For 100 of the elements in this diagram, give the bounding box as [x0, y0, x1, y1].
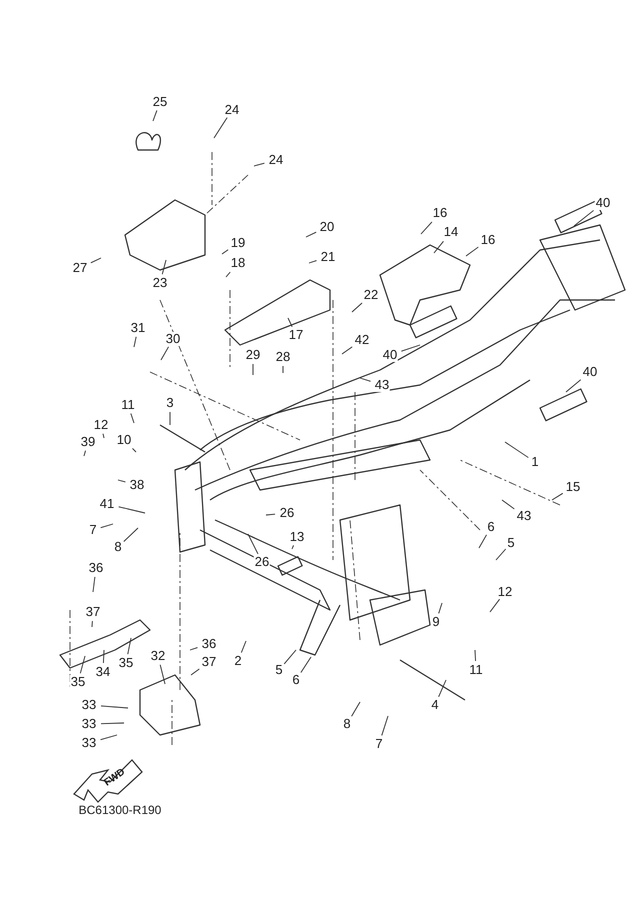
direction-label: FWD: [101, 766, 128, 791]
leader-line: [80, 656, 86, 674]
leader-line: [490, 598, 500, 612]
callout-number: 7: [88, 523, 98, 537]
callout-number: 5: [274, 663, 284, 677]
leader-line: [351, 702, 360, 717]
leader-line: [118, 506, 146, 514]
leader-line: [152, 110, 158, 122]
leader-line: [434, 240, 444, 254]
callout-number: 24: [268, 153, 284, 167]
callout-number: 13: [288, 530, 306, 544]
callout-number: 39: [80, 435, 96, 449]
leader-line: [360, 378, 372, 382]
callout-number: 40: [382, 348, 398, 362]
callout-number: 35: [70, 675, 86, 689]
callout-number: 25: [152, 95, 168, 109]
leader-line: [252, 364, 254, 376]
leader-line: [400, 344, 420, 352]
leader-line: [84, 450, 86, 456]
callout-number: 38: [128, 478, 146, 492]
callout-number: 42: [354, 333, 370, 347]
leader-line: [130, 413, 134, 424]
callout-number: 14: [442, 225, 460, 239]
leader-line: [160, 664, 166, 684]
leader-line: [90, 258, 102, 264]
callout-number: 7: [374, 737, 384, 751]
leader-line: [381, 716, 388, 736]
callout-number: 18: [230, 256, 246, 270]
callout-number: 16: [480, 233, 496, 247]
callout-number: 40: [594, 196, 612, 210]
callout-number: 31: [130, 321, 146, 335]
callout-number: 36: [200, 637, 218, 651]
leader-line: [504, 442, 529, 458]
callout-number: 41: [98, 497, 116, 511]
callout-number: 28: [274, 350, 292, 364]
leader-line: [100, 524, 114, 528]
leader-line: [288, 318, 293, 328]
leader-line: [92, 576, 96, 592]
leader-line: [118, 480, 126, 482]
leader-line: [134, 336, 137, 348]
callout-number: 3: [165, 396, 175, 410]
leader-line: [466, 246, 479, 256]
leader-line: [127, 638, 132, 655]
callout-number: 5: [506, 536, 516, 550]
leader-line: [132, 448, 136, 452]
leader-line: [100, 734, 118, 740]
callout-number: 24: [224, 103, 240, 117]
leader-line: [438, 680, 446, 698]
leader-line: [306, 232, 317, 238]
callout-number: 22: [362, 288, 380, 302]
callout-number: 33: [80, 736, 98, 750]
callout-number: 6: [486, 520, 496, 534]
leader-line: [160, 346, 169, 360]
callout-number: 27: [72, 261, 88, 275]
callout-number: 4: [430, 698, 440, 712]
leader-line: [214, 117, 228, 138]
leader-line: [100, 722, 124, 724]
callout-number: 23: [152, 276, 168, 290]
callout-number: 26: [254, 555, 270, 569]
leader-line: [226, 272, 231, 278]
callout-number: 10: [116, 433, 132, 447]
leader-line: [102, 433, 104, 438]
leader-line: [552, 492, 564, 500]
leader-line: [282, 366, 284, 374]
callout-number: 29: [244, 348, 262, 362]
callout-number: 26: [278, 506, 296, 520]
leader-line: [474, 650, 476, 662]
leader-line: [222, 249, 229, 254]
leader-line: [502, 500, 515, 510]
callout-number: 19: [230, 236, 246, 250]
callout-number: 12: [92, 418, 110, 432]
callout-number: 8: [342, 717, 352, 731]
leader-line: [496, 548, 506, 560]
callout-number: 17: [288, 328, 304, 342]
callout-number: 8: [113, 540, 123, 554]
leader-line: [240, 640, 246, 654]
callout-number: 43: [516, 509, 532, 523]
callout-number: 37: [84, 605, 102, 619]
leader-line: [292, 544, 294, 550]
callout-number: 32: [150, 649, 166, 663]
callout-number: 40: [582, 365, 598, 379]
callout-number: 43: [374, 378, 390, 392]
leader-line: [100, 705, 128, 708]
leader-line: [123, 528, 138, 542]
callout-number: 34: [94, 665, 112, 679]
callout-number: 6: [291, 673, 301, 687]
leader-line: [254, 162, 265, 166]
leader-line: [92, 620, 93, 628]
leader-line: [190, 647, 198, 650]
callout-number: 35: [118, 656, 134, 670]
callout-number: 33: [80, 698, 98, 712]
callout-number: 15: [564, 480, 582, 494]
callout-number: 36: [88, 561, 104, 575]
callout-number: 9: [431, 615, 441, 629]
leader-line: [438, 602, 442, 614]
part-code: BC61300-R190: [78, 803, 162, 817]
callout-number: 30: [164, 332, 182, 346]
leader-line: [300, 656, 312, 673]
leader-line: [574, 210, 594, 226]
callout-number: 20: [318, 220, 336, 234]
